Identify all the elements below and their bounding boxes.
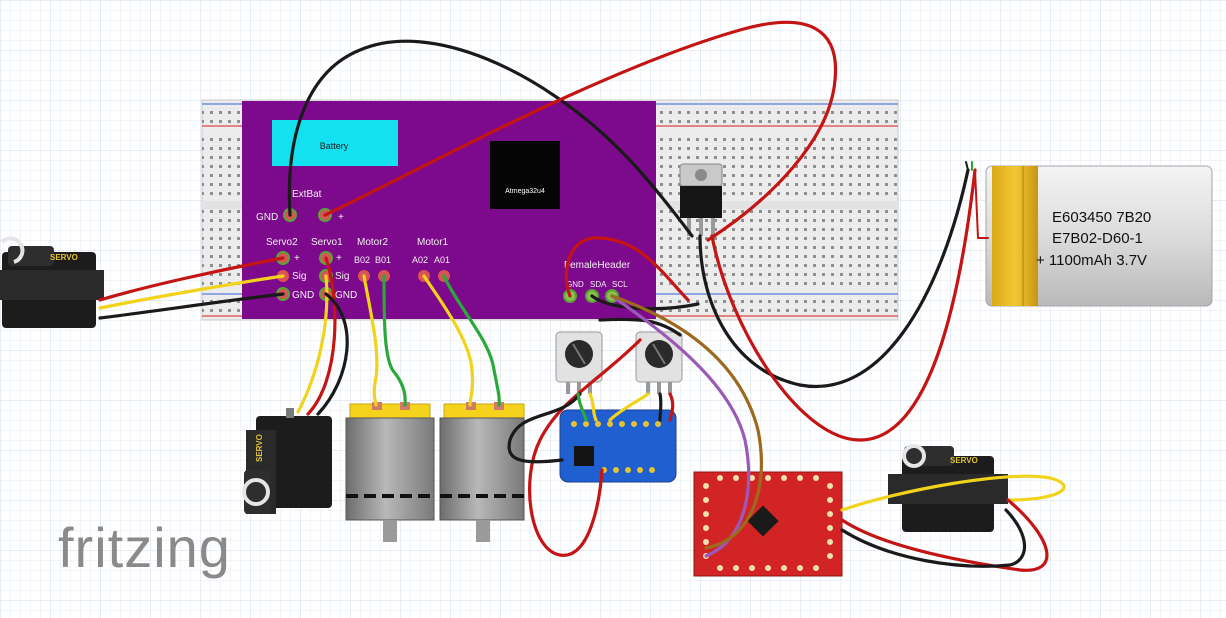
fritzing-logo: fritzing (58, 516, 231, 579)
wire-yellow-motor2 (362, 274, 379, 407)
wire-red-regulator-lipo (710, 168, 977, 442)
servo2-label: Servo2 (266, 237, 298, 248)
wire-yellow-motor1 (422, 274, 475, 407)
mcu-label: Atmega32u4 (505, 188, 545, 195)
wire-green-motor2 (382, 274, 407, 407)
motor2-label: Motor2 (357, 237, 389, 248)
servo1-plus-label: + (336, 253, 342, 264)
lipo-line1: E603450 7B20 (1052, 209, 1151, 226)
wire-black-regulator-lipo (698, 168, 970, 389)
servo-bottom-label: SERVO (255, 434, 264, 462)
motor2-b02-label: B02 (354, 255, 370, 265)
servo1-gnd-label: GND (335, 290, 357, 301)
battery-label: Battery (320, 141, 349, 151)
extbat-gnd-label: GND (256, 212, 278, 223)
servo1-sig-label: Sig (335, 271, 349, 282)
servo-left[interactable]: SERVO (0, 236, 104, 328)
wire-yellow-pot1 (588, 392, 598, 422)
servo1-label: Servo1 (311, 237, 343, 248)
wire-brown-scl (610, 294, 763, 550)
motor1-label: Motor1 (417, 237, 449, 248)
servo-left-label: SERVO (50, 253, 78, 262)
wire-red-servo1 (306, 256, 337, 416)
wire-red-header-gnd (564, 236, 690, 302)
servo2-plus-label: + (294, 253, 300, 264)
extbat-label: ExtBat (292, 189, 322, 200)
wire-purple-sda (610, 294, 751, 558)
wire-yellow-right-servo (840, 474, 1066, 512)
voltage-regulator[interactable] (679, 163, 723, 236)
wire-red-servo2 (98, 256, 285, 302)
header-scl-label: SCL (612, 280, 628, 289)
wire-green-motor1 (442, 274, 501, 407)
wire-yellow-pot2 (608, 392, 650, 422)
header-sda-label: SDA (590, 280, 607, 289)
dc-motor-2[interactable] (345, 402, 435, 542)
board-pads (276, 208, 619, 303)
adc-breakout-board[interactable] (559, 409, 677, 483)
lipo-line3: + 1100mAh 3.7V (1036, 252, 1147, 269)
wire-black-servo2 (98, 292, 285, 320)
header-gnd-label: GND (566, 280, 584, 289)
wire-yellow-servo2 (98, 274, 285, 310)
servo-right[interactable]: SERVO (888, 444, 1008, 532)
servo2-gnd-label: GND (292, 290, 314, 301)
wire-red-right-servo (840, 498, 1049, 572)
wire-black-header-black (590, 294, 700, 311)
potentiometer-1[interactable] (555, 331, 603, 394)
mcu-chip (490, 141, 560, 209)
wire-red-pot-loop (528, 338, 642, 557)
wires[interactable] (98, 20, 1066, 572)
wire-black-extbat-gnd (287, 39, 694, 238)
servo2-sig-label: Sig (292, 271, 306, 282)
potentiometer-2[interactable] (635, 331, 683, 394)
wire-black-pot-motor (507, 392, 582, 464)
servo-driver-breakout[interactable] (693, 471, 843, 577)
motor1-a01-label: A01 (434, 255, 450, 265)
lipo-battery[interactable]: E603450 7B20 E7B02-D60-1 + 1100mAh 3.7V (985, 165, 1213, 307)
wire-black-servo1 (316, 292, 349, 416)
motor1-a02-label: A02 (412, 255, 428, 265)
servo-bottom[interactable]: SERVO (242, 408, 332, 514)
wire-red-pot2 (668, 392, 675, 422)
wire-green-pot1 (576, 392, 588, 422)
servo-right-label: SERVO (950, 456, 978, 465)
wire-black-pot2 (658, 392, 663, 422)
motor2-b01-label: B01 (375, 255, 391, 265)
extbat-plus-label: + (338, 212, 344, 223)
wire-red-extbat-plus (323, 20, 838, 242)
lipo-line2: E7B02-D60-1 (1052, 230, 1143, 247)
wire-yellow-servo1 (296, 274, 329, 414)
female-header-label: FemaleHeader (564, 260, 631, 271)
wire-black-right-servo (840, 508, 1027, 568)
